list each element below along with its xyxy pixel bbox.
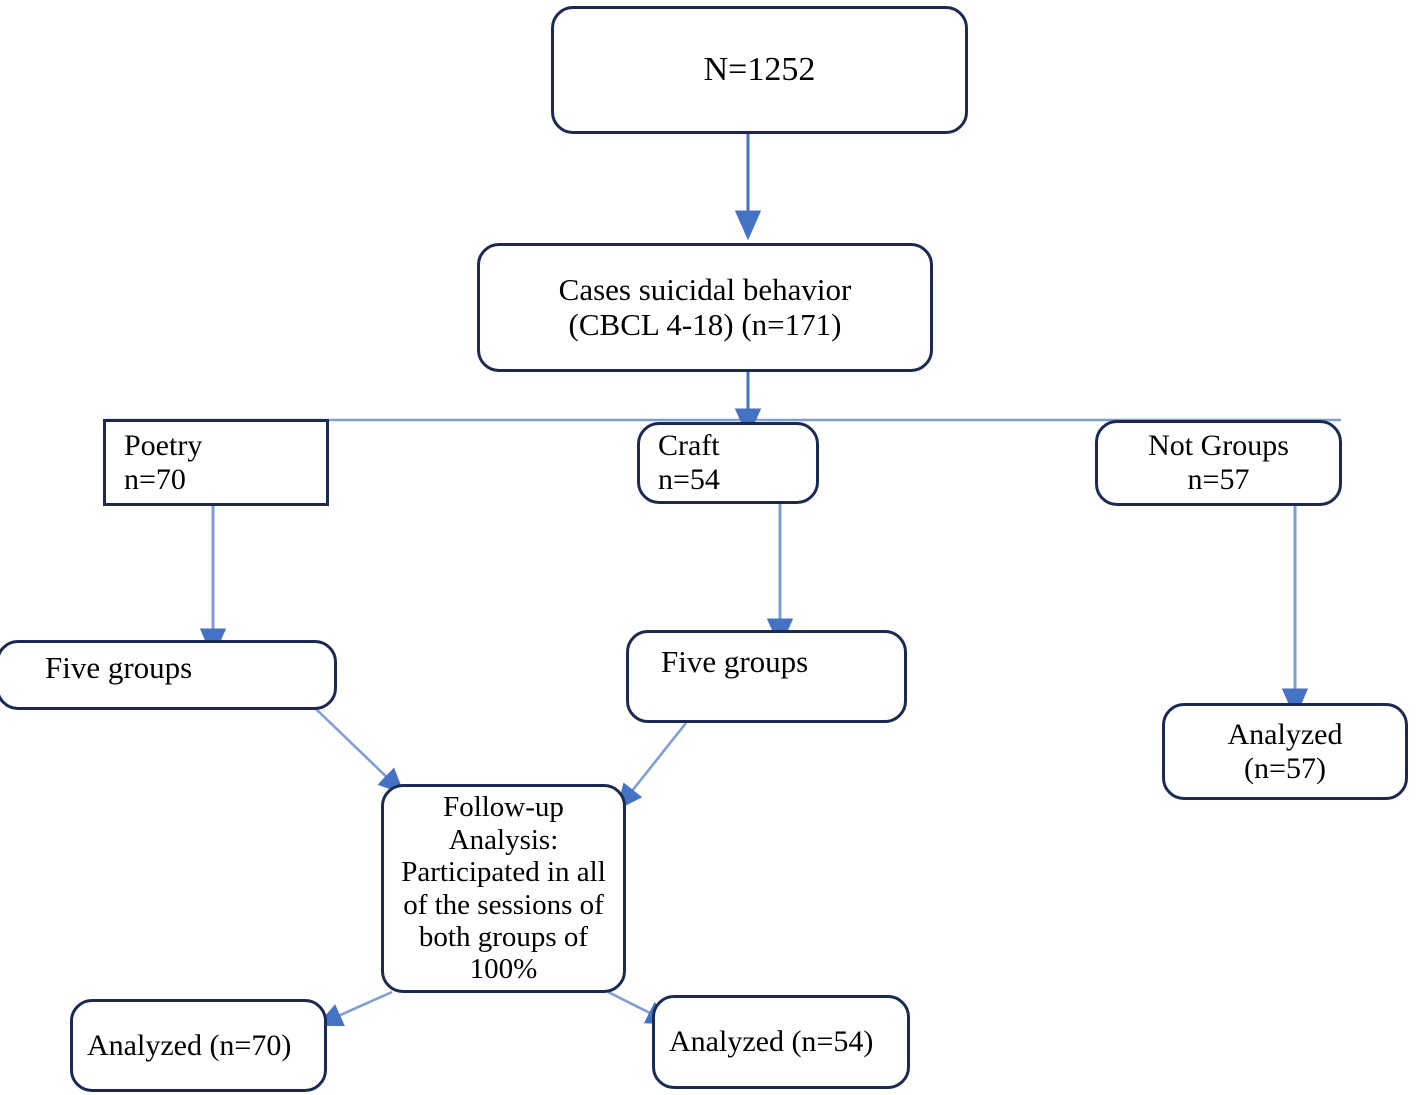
connector-followup-to-analyzed-70: [316, 990, 393, 1027]
node-total-sample-label: N=1252: [703, 50, 816, 88]
node-craft-label: Craft n=54: [658, 429, 720, 496]
node-cases-suicidal-behavior-label: Cases suicidal behavior (CBCL 4-18) (n=1…: [558, 271, 852, 342]
node-poetry[interactable]: Poetry n=70: [103, 419, 329, 506]
node-analyzed-not-groups-label: Analyzed (n=57): [1227, 717, 1343, 785]
node-total-sample[interactable]: N=1252: [551, 6, 968, 134]
node-cases-suicidal-behavior[interactable]: Cases suicidal behavior (CBCL 4-18) (n=1…: [477, 243, 933, 372]
node-analyzed-poetry[interactable]: Analyzed (n=70): [70, 999, 327, 1092]
node-followup-analysis-label: Follow-up Analysis: Participated in all …: [401, 791, 606, 986]
node-not-groups[interactable]: Not Groups n=57: [1095, 420, 1342, 506]
connector-five-groups-right-to-followup: [616, 722, 688, 811]
node-not-groups-label: Not Groups n=57: [1148, 429, 1289, 496]
node-analyzed-craft[interactable]: Analyzed (n=54): [652, 995, 910, 1089]
node-analyzed-craft-label: Analyzed (n=54): [669, 1025, 874, 1059]
node-poetry-label: Poetry n=70: [124, 428, 203, 496]
node-five-groups-craft-label: Five groups: [661, 644, 809, 679]
node-analyzed-not-groups[interactable]: Analyzed (n=57): [1162, 703, 1408, 800]
node-five-groups-poetry-label: Five groups: [45, 650, 193, 685]
node-craft[interactable]: Craft n=54: [637, 422, 819, 504]
node-five-groups-craft[interactable]: Five groups: [626, 630, 907, 723]
connector-five-groups-left-to-followup: [314, 707, 405, 795]
node-followup-analysis[interactable]: Follow-up Analysis: Participated in all …: [381, 784, 626, 993]
node-five-groups-poetry[interactable]: Five groups: [0, 640, 337, 710]
node-analyzed-poetry-label: Analyzed (n=70): [87, 1028, 292, 1062]
